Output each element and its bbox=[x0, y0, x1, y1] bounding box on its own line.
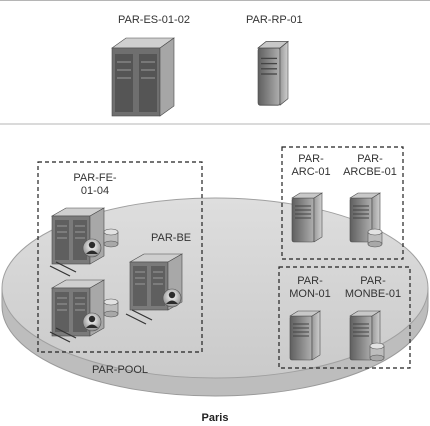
pool-label: PAR-POOL bbox=[92, 364, 149, 376]
monitoring-server-icon bbox=[289, 310, 321, 361]
pool-group-box bbox=[37, 161, 203, 353]
monitoring-group-box bbox=[278, 266, 411, 369]
archiving-group-box bbox=[281, 146, 404, 260]
reverse-proxy-server-icon bbox=[257, 40, 289, 106]
archiving-label: PAR- ARC-01 bbox=[291, 153, 331, 178]
back-end-user-icon bbox=[162, 288, 182, 308]
front-end-label: PAR-FE- 01-04 bbox=[73, 172, 117, 197]
front-end-stand-icon bbox=[49, 261, 77, 277]
edge-server-label: PAR-ES-01-02 bbox=[118, 14, 190, 26]
front-end-user-icon bbox=[82, 238, 102, 258]
monitoring-label: PAR- MON-01 bbox=[289, 275, 331, 300]
reverse-proxy-label: PAR-RP-01 bbox=[246, 14, 303, 26]
monitoring-database-icon bbox=[369, 342, 385, 362]
front-end-user-2-icon bbox=[82, 312, 102, 332]
archiving-backend-label: PAR- ARCBE-01 bbox=[343, 153, 397, 178]
edge-server-icon bbox=[111, 37, 175, 117]
archiving-server-icon bbox=[291, 192, 323, 243]
front-end-stand-2-icon bbox=[49, 327, 77, 343]
back-end-label: PAR-BE bbox=[151, 232, 192, 244]
back-end-stand-icon bbox=[125, 309, 153, 325]
front-end-database-2-icon bbox=[103, 298, 119, 318]
front-end-database-icon bbox=[103, 228, 119, 248]
archiving-database-icon bbox=[367, 228, 383, 248]
monitoring-backend-label: PAR- MONBE-01 bbox=[344, 275, 402, 300]
site-name: Paris bbox=[201, 412, 229, 424]
